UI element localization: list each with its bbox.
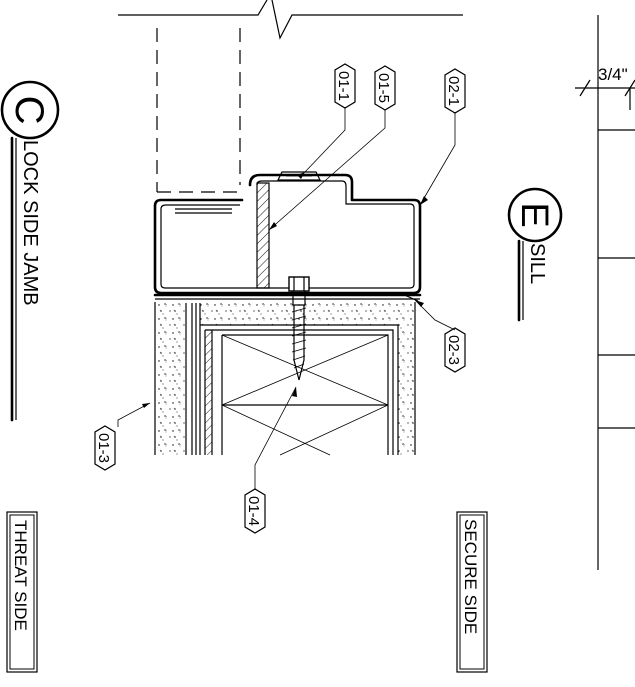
svg-text:C: C	[7, 96, 51, 125]
svg-text:SECURE SIDE: SECURE SIDE	[461, 519, 480, 634]
secure-side-label: SECURE SIDE	[456, 511, 488, 673]
svg-text:02-3: 02-3	[445, 335, 462, 365]
tag-01-4[interactable]: 01-4	[244, 488, 266, 534]
svg-text:01-1: 01-1	[335, 71, 352, 101]
leader-arrows	[142, 172, 428, 408]
tag-01-3[interactable]: 01-3	[94, 425, 116, 471]
detail-c-marker: C LOCK SIDE JAMB	[0, 80, 60, 422]
svg-text:01-5: 01-5	[375, 73, 392, 103]
wall-break-line	[118, 0, 463, 40]
detail-c-title: LOCK SIDE JAMB	[19, 140, 41, 306]
tag-01-1[interactable]: 01-1	[334, 63, 356, 109]
door-outline-dashed	[156, 28, 241, 193]
dimension-three-quarter: 3/4"	[598, 65, 628, 84]
svg-text:01-3: 01-3	[95, 433, 112, 463]
svg-text:01-4: 01-4	[245, 496, 262, 526]
steel-frame-profile	[153, 171, 422, 295]
reinforcement-plate	[256, 182, 270, 289]
detail-e-title: SILL	[526, 243, 548, 284]
detail-e-marker: E SILL	[507, 187, 563, 322]
tag-01-5[interactable]: 01-5	[374, 65, 396, 111]
svg-text:E: E	[513, 202, 555, 227]
svg-text:02-1: 02-1	[445, 76, 462, 106]
threat-side-label: THREAT SIDE	[6, 511, 38, 673]
leader-lines	[117, 107, 456, 490]
wall-section	[154, 302, 416, 456]
svg-text:THREAT SIDE: THREAT SIDE	[11, 520, 30, 631]
sill-plate	[153, 292, 422, 302]
sill-detail-lines: 3/4"	[575, 15, 635, 570]
tag-02-3[interactable]: 02-3	[444, 327, 466, 373]
tag-02-1[interactable]: 02-1	[444, 68, 466, 114]
